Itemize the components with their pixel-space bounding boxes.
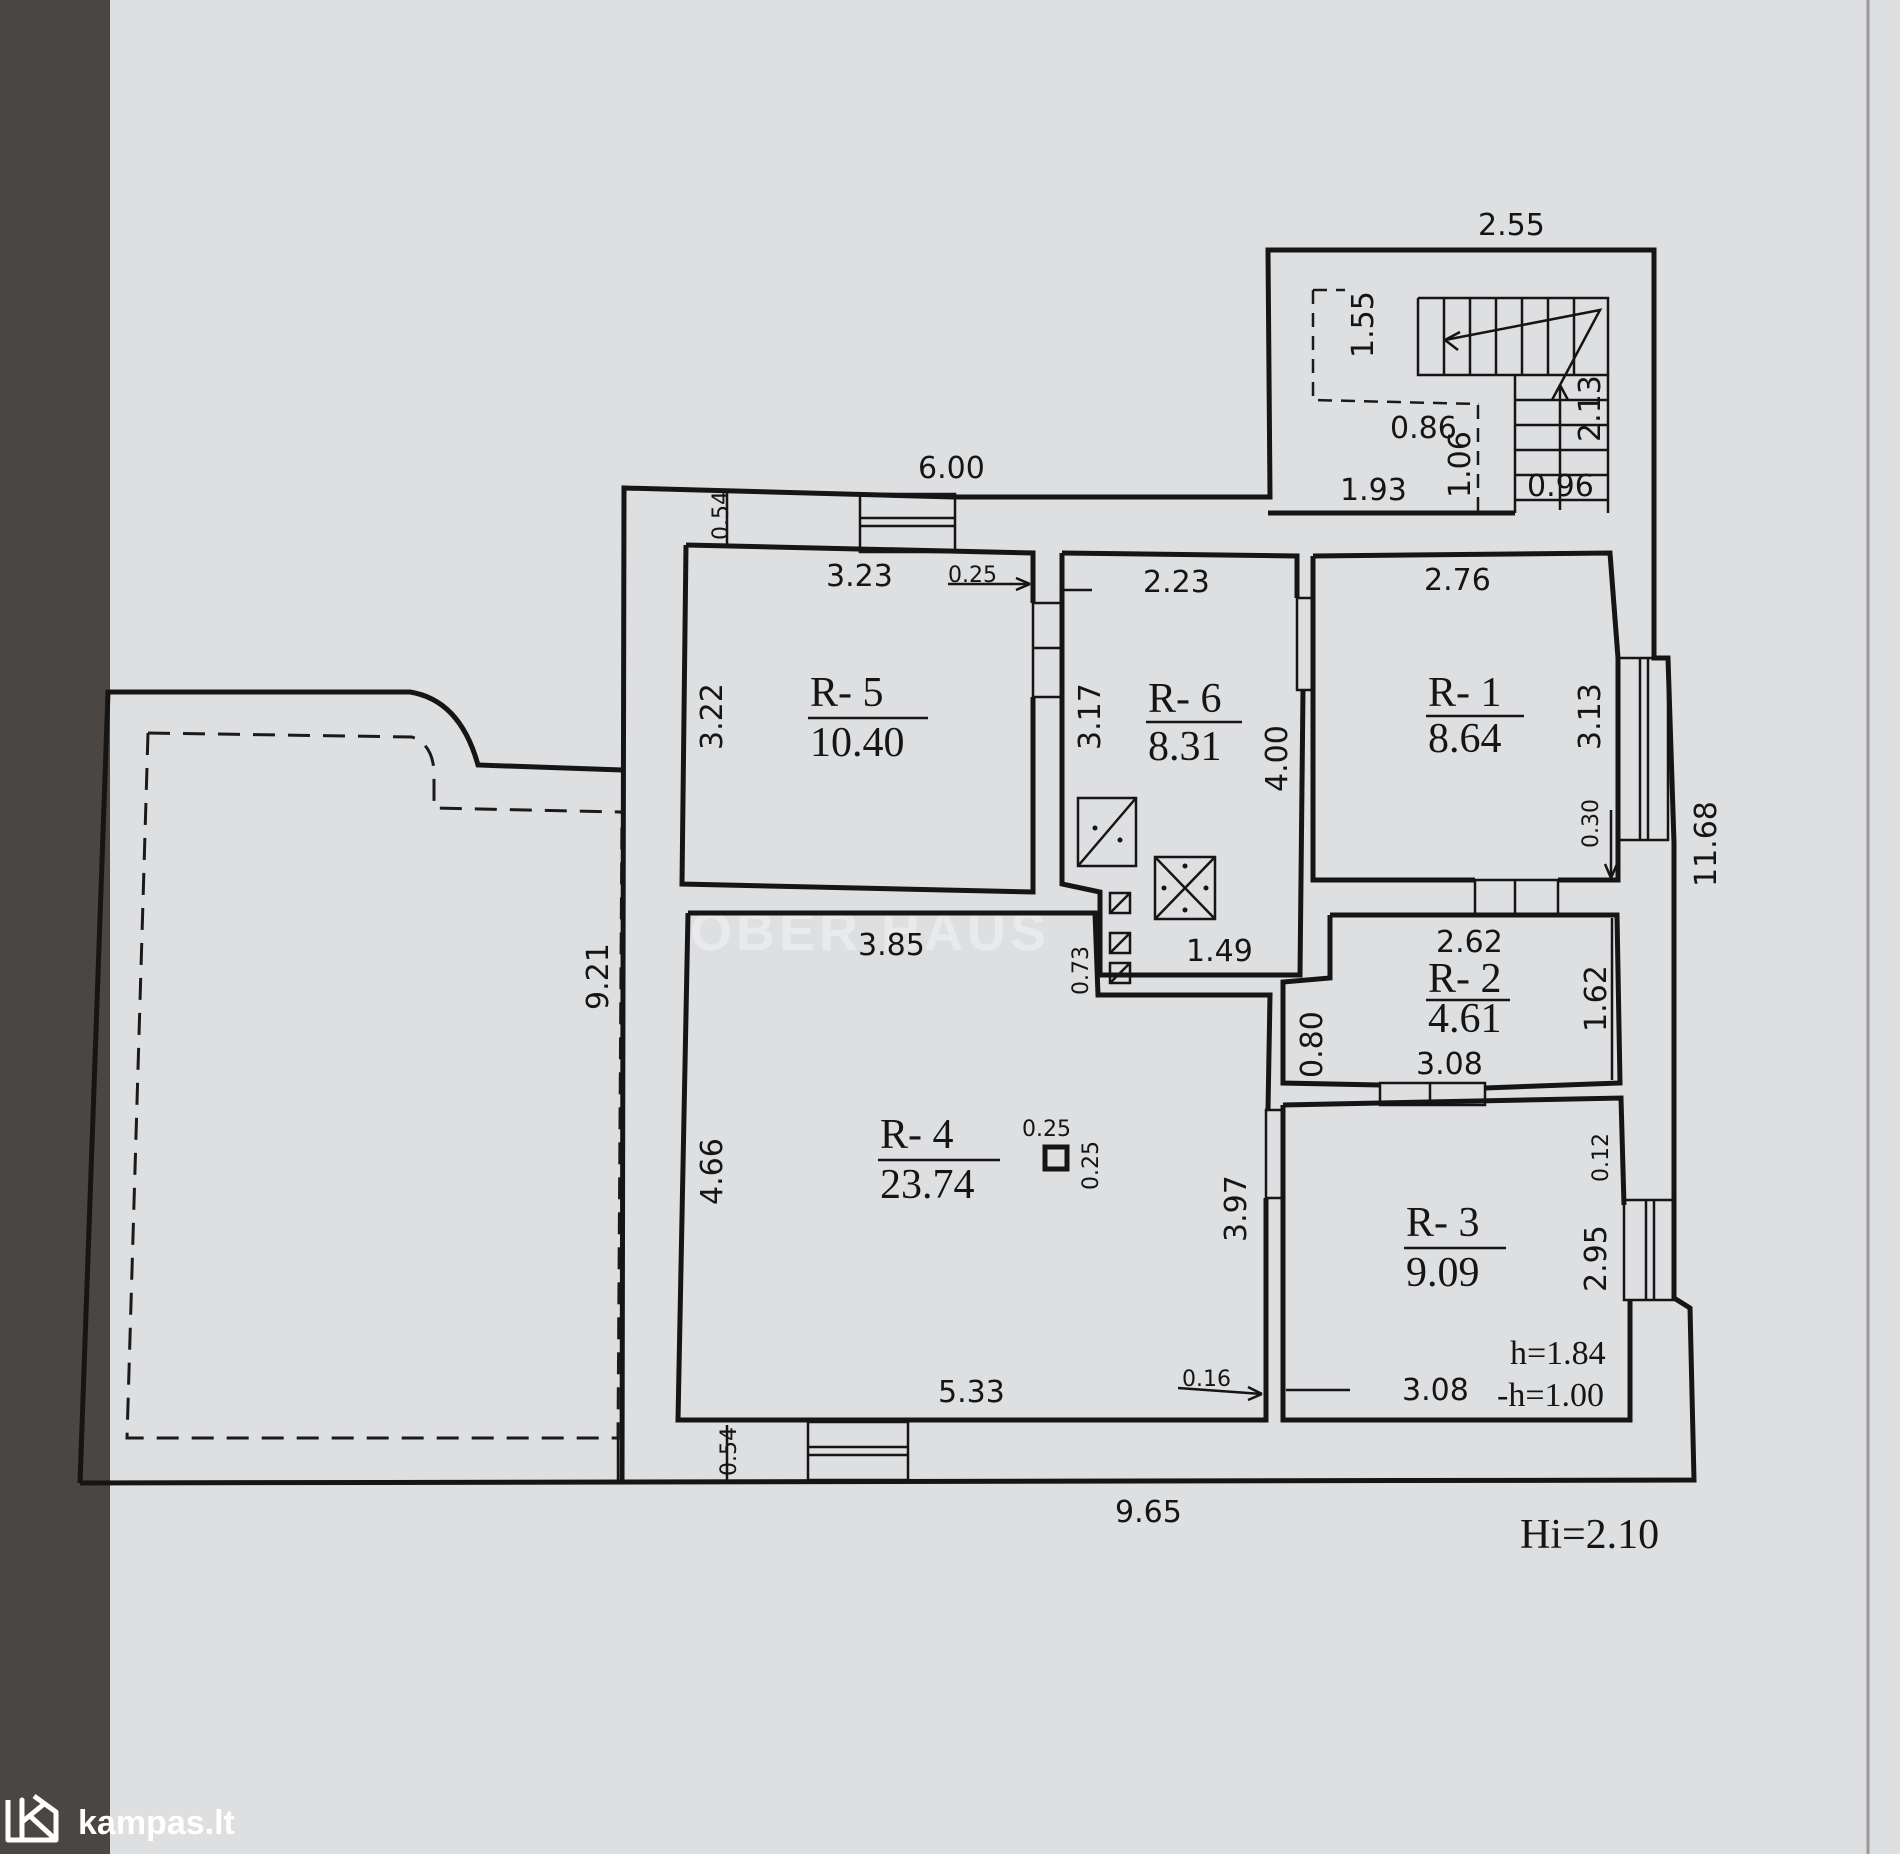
- room-r4-dim-wall: 0.16: [1182, 1367, 1231, 1392]
- room-r6-dim-left: 3.17: [1073, 683, 1108, 750]
- room-r6-dim-vent: 0.73: [1069, 946, 1094, 995]
- dim-stair-4: 1.93: [1340, 473, 1407, 508]
- dimension-lines: [725, 490, 1619, 1480]
- room-r4-id: R- 4: [880, 1112, 954, 1158]
- room-r6-dim-bottom: 1.49: [1186, 934, 1253, 969]
- dim-stair-top: 2.55: [1478, 208, 1545, 243]
- room-r4: R- 4 23.74 3.85 4.66 3.97 5.33 0.16 0.25…: [695, 928, 1254, 1410]
- room-r4-dim-top: 3.85: [858, 928, 925, 963]
- dim-right: 11.68: [1689, 801, 1724, 887]
- room-r6-id: R- 6: [1148, 676, 1222, 722]
- outer-dimension-labels: 2.55 6.00 9.65 11.68 9.21 0.54 0.54: [581, 208, 1724, 1530]
- dim-top: 6.00: [918, 451, 985, 486]
- room-r5-dim-wall: 0.25: [948, 563, 997, 588]
- room-r6-dim-right: 4.00: [1260, 725, 1295, 792]
- room-r2-id: R- 2: [1428, 956, 1502, 1002]
- dim-bottom-wall: 0.54: [717, 1427, 742, 1476]
- room-r1-id: R- 1: [1428, 670, 1502, 716]
- room-r3-dim-bottom: 3.08: [1402, 1373, 1469, 1408]
- dim-stair-1: 1.55: [1346, 291, 1381, 358]
- room-r1-dim-width: 2.76: [1424, 563, 1491, 598]
- room-r5: R- 5 10.40 3.23 0.25 3.22: [695, 559, 997, 766]
- room-r1-dim-small: 0.30: [1579, 799, 1604, 848]
- room-r3-area: 9.09: [1406, 1250, 1480, 1296]
- doors: [1031, 596, 1560, 1200]
- room-r3-note-minus-h: -h=1.00: [1497, 1377, 1604, 1414]
- stove: [1153, 855, 1217, 921]
- room-r6-area: 8.31: [1148, 724, 1222, 770]
- room-r4-area: 23.74: [880, 1162, 975, 1208]
- window-top: [858, 492, 957, 554]
- room-r5-dim-width: 3.23: [826, 559, 893, 594]
- dim-bottom: 9.65: [1115, 1495, 1182, 1530]
- dim-terrace: 9.21: [581, 943, 616, 1010]
- room-r5-dim-height: 3.22: [695, 683, 730, 750]
- room-r2-dim-height: 1.62: [1579, 965, 1614, 1032]
- staircase-dimension-labels: 1.55 0.86 1.06 1.93 2.13 0.96: [1340, 291, 1608, 508]
- dim-stair-6: 0.96: [1527, 469, 1594, 504]
- room-r3-note-h: h=1.84: [1510, 1335, 1606, 1372]
- room-r2-dim-width: 2.62: [1436, 925, 1503, 960]
- room-r1-area: 8.64: [1428, 716, 1502, 762]
- room-r3: R- 3 9.09 0.12 2.95 3.08 h=1.84 -h=1.00: [1402, 1133, 1614, 1414]
- ceiling-height-note: Hi=2.10: [1520, 1512, 1659, 1558]
- room-r6: R- 6 8.31 2.23 3.17 4.00 1.49 0.73: [1069, 565, 1295, 995]
- paper-edge-shadow: [0, 0, 130, 1854]
- dim-stair-5: 2.13: [1573, 375, 1608, 442]
- kampas-logo-text: kampas.lt: [78, 1804, 235, 1842]
- room-r4-dim-bottom: 5.33: [938, 1375, 1005, 1410]
- room-r4-column-depth: 0.25: [1079, 1141, 1104, 1190]
- room-r2-dim-bottom: 3.08: [1416, 1047, 1483, 1082]
- window-bottom: [806, 1420, 910, 1482]
- room-r3-dim-small: 0.12: [1589, 1133, 1614, 1182]
- room-r4-dim-right: 3.97: [1219, 1175, 1254, 1242]
- window-right-upper: [1616, 656, 1670, 842]
- appliance-1: [1076, 796, 1138, 868]
- room-r1: R- 1 8.64 2.76 3.13 0.30: [1424, 563, 1608, 848]
- window-right-lower: [1622, 1198, 1676, 1302]
- room-r4-dim-left: 4.66: [695, 1138, 730, 1205]
- room-r5-id: R- 5: [810, 670, 884, 716]
- kampas-logo[interactable]: kampas.lt: [5, 1793, 235, 1843]
- house-k-icon: [5, 1793, 59, 1843]
- room-r1-dim-height: 3.13: [1573, 683, 1608, 750]
- column: [1042, 1144, 1070, 1172]
- windows: [806, 492, 1676, 1482]
- terrace: [77, 689, 624, 1484]
- dim-stair-2: 0.86: [1390, 411, 1457, 446]
- vent-shafts: [1108, 891, 1132, 985]
- room-r5-area: 10.40: [810, 720, 905, 766]
- room-r6-dim-width: 2.23: [1143, 565, 1210, 600]
- room-r3-id: R- 3: [1406, 1200, 1480, 1246]
- staircase: [1311, 288, 1610, 513]
- dim-stair-3: 1.06: [1443, 431, 1478, 498]
- fixtures: [1042, 796, 1217, 1172]
- room-r2-dim-left: 0.80: [1295, 1011, 1330, 1078]
- room-r2: 2.62 R- 2 4.61 1.62 0.80 3.08: [1295, 925, 1614, 1082]
- room-r2-area: 4.61: [1428, 996, 1502, 1042]
- room-r4-column-width: 0.25: [1022, 1117, 1071, 1142]
- room-r3-dim-height: 2.95: [1579, 1225, 1614, 1292]
- dim-top-wall: 0.54: [709, 491, 734, 540]
